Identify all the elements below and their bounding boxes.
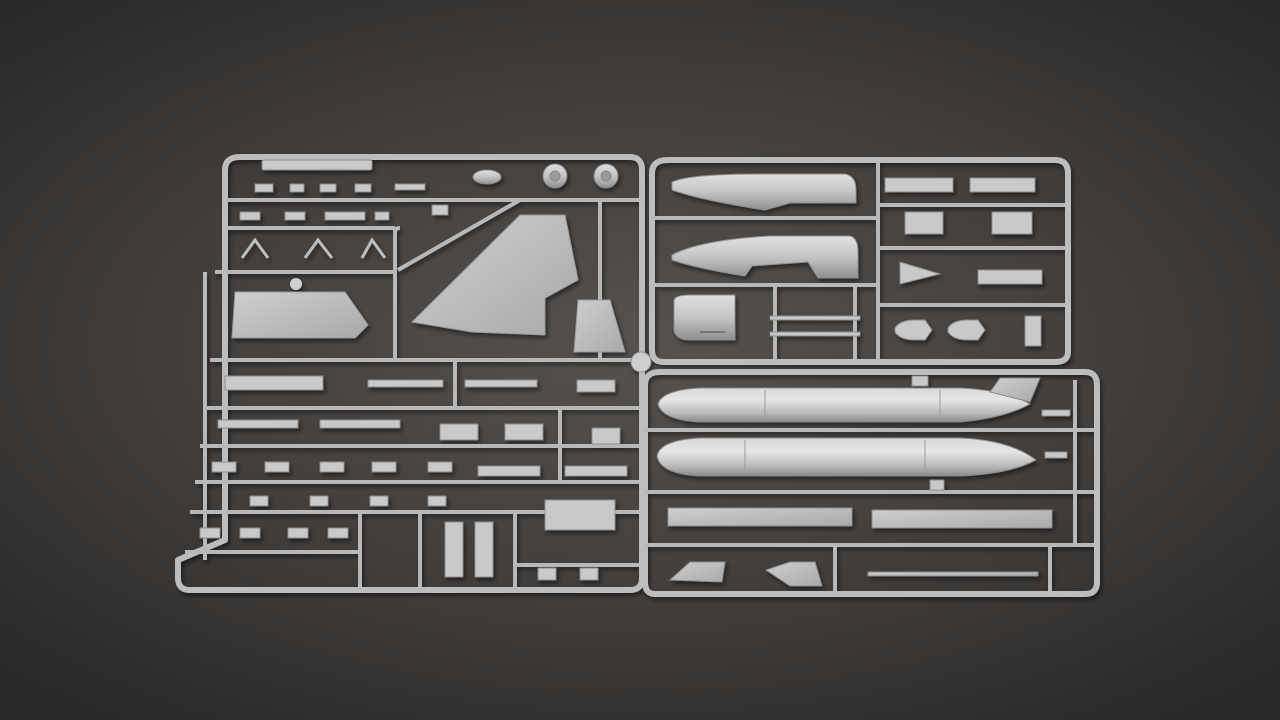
part-cockpit-canopy-upper — [671, 173, 857, 211]
sprue-frame-bottom-right — [642, 369, 1100, 597]
sprue-runners-top-right — [652, 162, 1066, 360]
sprue-gate-hub — [630, 351, 652, 373]
part-drop-tank-upper — [657, 377, 1041, 423]
part-pylon-rails — [667, 507, 1053, 587]
part-small-bits-top-right — [769, 177, 1043, 347]
sprue-runners-left — [185, 198, 640, 590]
part-small-bits-left — [199, 159, 628, 581]
part-small-bits-bottom-right — [911, 375, 1071, 491]
sprue-frame-left — [175, 154, 645, 593]
part-vertical-tail — [410, 214, 579, 336]
part-wheel-hub — [472, 163, 619, 189]
part-cockpit-canopy-lower — [671, 235, 859, 279]
part-wing-left-panel — [231, 278, 369, 339]
part-intake-duct — [673, 294, 736, 341]
part-rudder — [573, 299, 626, 353]
sprue-runners-bottom-right — [645, 380, 1095, 592]
part-drop-tank-lower — [656, 437, 1037, 477]
sprue-frame-top-right — [649, 157, 1071, 365]
